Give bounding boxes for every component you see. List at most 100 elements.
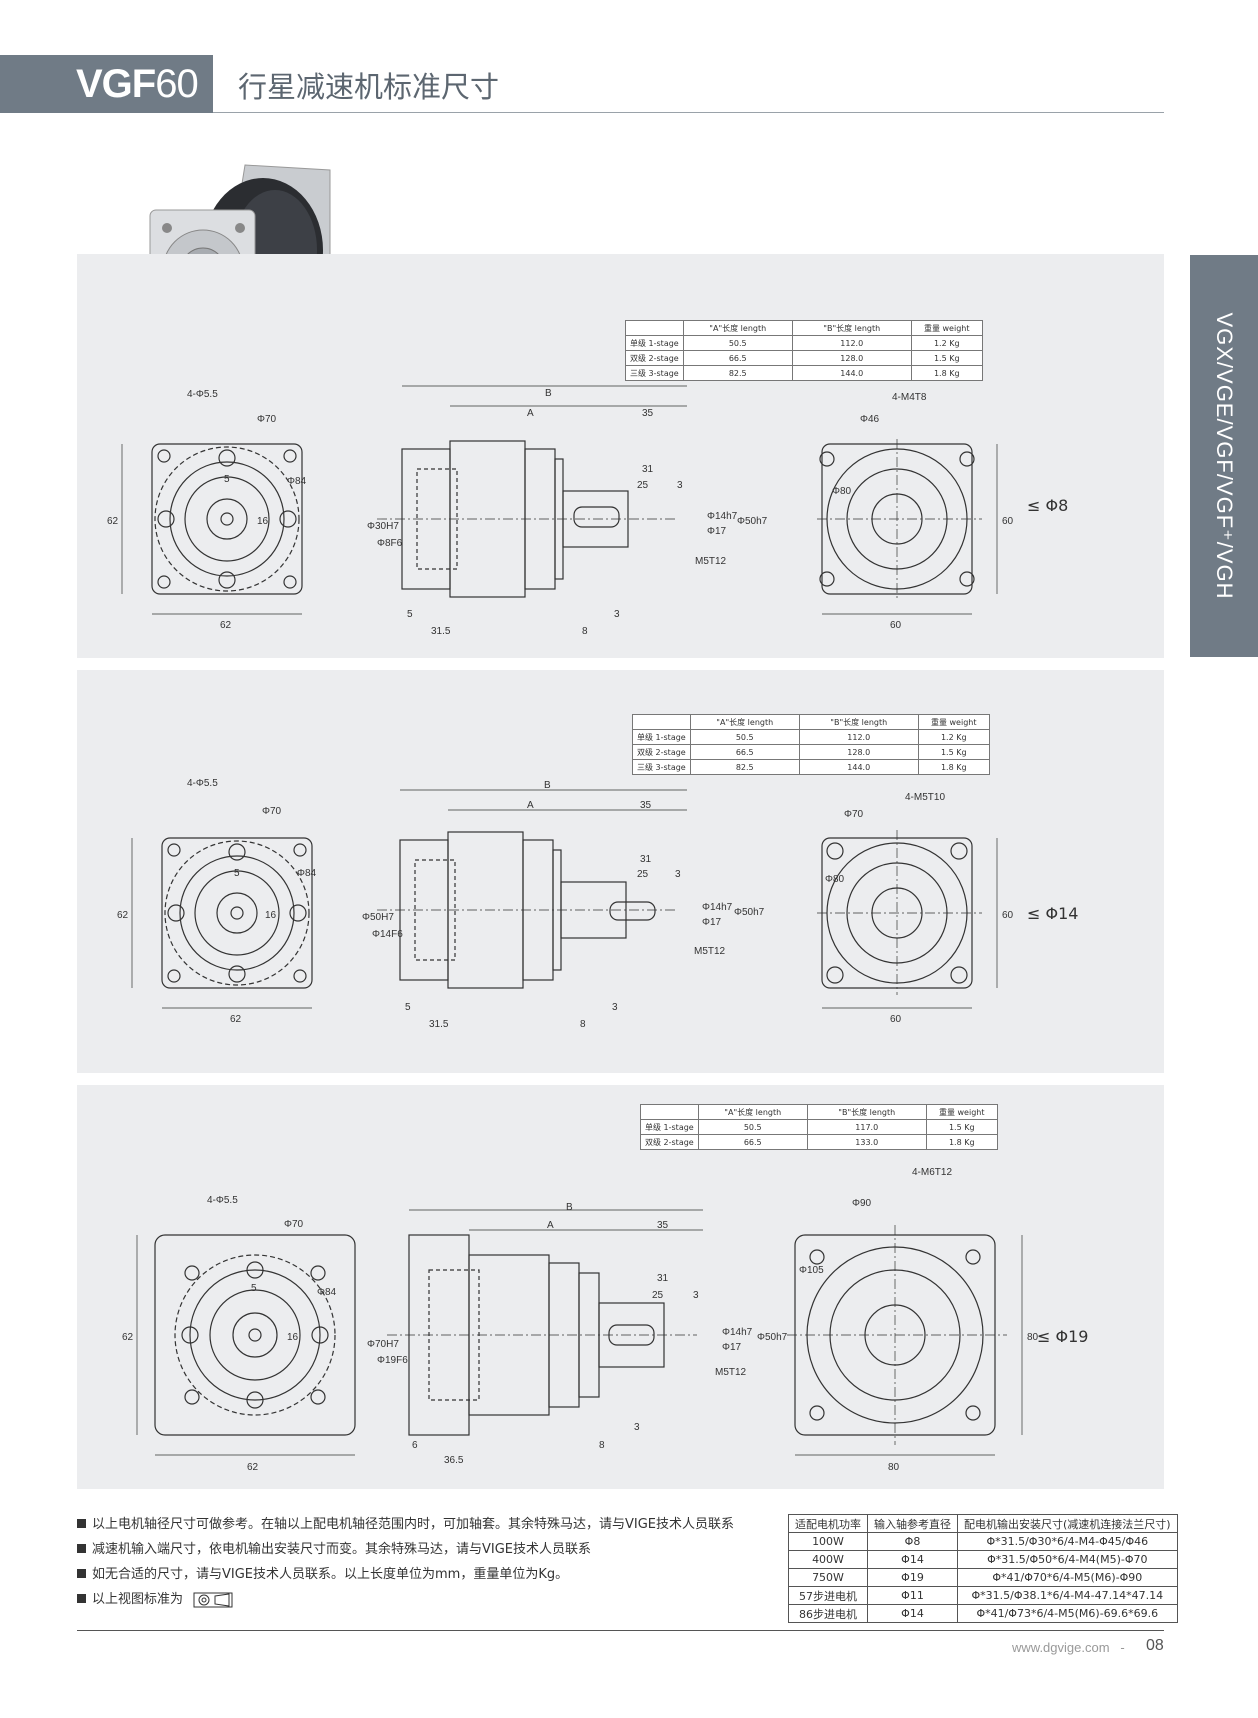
dim-h60: 60 xyxy=(1002,516,1014,527)
dim-d5b: 5 xyxy=(407,609,413,620)
dim-d35: 35 xyxy=(657,1220,669,1231)
dim-d50: Φ50h7 xyxy=(734,907,765,918)
drawing-svg-2: 4-Φ5.5 Φ70 Φ84 5 16 62 62 B A 35 31 25 3… xyxy=(117,778,1014,1030)
dim-thread: M5T12 xyxy=(695,556,727,567)
dim-side62: 62 xyxy=(122,1332,134,1343)
header-block xyxy=(0,55,213,113)
dim-d3b: 3 xyxy=(614,609,620,620)
dim-d5b: 6 xyxy=(412,1440,418,1451)
dim-bottom62: 62 xyxy=(220,620,232,631)
dim-d3b: 3 xyxy=(612,1002,618,1013)
dim-d46: Φ70 xyxy=(844,809,864,820)
dim-d70: Φ70 xyxy=(262,806,282,817)
dim-h60: 80 xyxy=(1027,1332,1039,1343)
dim-d5: 5 xyxy=(251,1283,257,1294)
dim-d3b: 3 xyxy=(634,1422,640,1433)
dim-d17: Φ17 xyxy=(722,1342,742,1353)
dim-bore: Φ14F6 xyxy=(372,929,403,940)
dim-shaft: Φ14h7 xyxy=(702,902,733,913)
dim-d5: 5 xyxy=(234,868,240,879)
projection-symbol-icon xyxy=(193,1592,233,1607)
dim-d16: 16 xyxy=(287,1332,299,1343)
dim-d35: 35 xyxy=(642,408,654,419)
dim-d3: 3 xyxy=(677,480,683,491)
notes-list: 以上电机轴径尺寸可做参考。在轴以上配电机轴径范围内时，可加轴套。其余特殊马达，请… xyxy=(77,1512,734,1612)
model-title: VGF60 xyxy=(76,62,199,106)
input-diameter-label-1: ≤ Φ8 xyxy=(1027,496,1069,515)
dim-thread: M5T12 xyxy=(694,946,726,957)
note-item: 以上视图标准为 xyxy=(77,1587,734,1612)
dim-d315: 31.5 xyxy=(429,1019,449,1030)
dim-d5: 5 xyxy=(224,474,230,485)
dim-d25: 25 xyxy=(637,480,649,491)
dim-side62: 62 xyxy=(107,516,119,527)
dim-holes: 4-Φ5.5 xyxy=(187,389,218,400)
drawing-panel-3: 4-Φ5.5 Φ70 Φ84 5 16 62 62 B A 35 31 25 3… xyxy=(77,1085,1164,1489)
dim-outholes: 4-M6T12 xyxy=(912,1167,952,1178)
dim-d84: Φ84 xyxy=(317,1287,337,1298)
dim-d50: Φ50h7 xyxy=(737,516,768,527)
note-item: 减速机输入端尺寸，依电机输出安装尺寸而变。其余特殊马达，请与VIGE技术人员联系 xyxy=(77,1537,734,1562)
dim-d50: Φ50h7 xyxy=(757,1332,788,1343)
header-divider xyxy=(213,112,1164,113)
dim-d31: 31 xyxy=(640,854,652,865)
dim-holes: 4-Φ5.5 xyxy=(207,1195,238,1206)
dim-d25: 25 xyxy=(637,869,649,880)
drawing-panel-1: 4-Φ5.5 Φ70 Φ84 5 16 62 62 B A 35 31 25 3… xyxy=(77,254,1164,658)
dim-pilot: Φ30H7 xyxy=(367,521,399,532)
dim-d3: 3 xyxy=(693,1290,699,1301)
dim-side62: 62 xyxy=(117,910,129,921)
dim-d8: 8 xyxy=(582,626,588,637)
dim-bore: Φ8F6 xyxy=(377,538,403,549)
dim-d315: 36.5 xyxy=(444,1455,464,1466)
page-number: 08 xyxy=(1146,1637,1164,1654)
dim-d8: 8 xyxy=(580,1019,586,1030)
side-tab-text: VGX/VGE/VGF/VGF⁺/VGH xyxy=(1212,312,1237,600)
drawing-svg-3: 4-Φ5.5 Φ70 Φ84 5 16 62 62 B A 35 31 25 3… xyxy=(122,1167,1039,1473)
dim-w60: 60 xyxy=(890,1014,902,1025)
dim-outholes: 4-M5T10 xyxy=(905,792,945,803)
motor-adapter-table: 适配电机功率 输入轴参考直径 配电机输出安装尺寸(减速机连接法兰尺寸) 100W… xyxy=(788,1514,1178,1623)
drawing-panel-2: 4-Φ5.5 Φ70 Φ84 5 16 62 62 B A 35 31 25 3… xyxy=(77,670,1164,1073)
input-diameter-label-3: ≤ Φ19 xyxy=(1037,1327,1089,1346)
dim-d70: Φ70 xyxy=(284,1219,304,1230)
dim-d31: 31 xyxy=(657,1273,669,1284)
dim-A: A xyxy=(527,408,534,419)
dim-holes: 4-Φ5.5 xyxy=(187,778,218,789)
dim-d31: 31 xyxy=(642,464,654,475)
dim-pilot: Φ50H7 xyxy=(362,912,394,923)
bottom-divider xyxy=(77,1630,1164,1631)
dim-d84: Φ84 xyxy=(287,476,307,487)
dim-d80: Φ105 xyxy=(799,1265,824,1276)
dim-d80: Φ80 xyxy=(825,874,845,885)
dim-d80: Φ80 xyxy=(832,486,852,497)
dim-B: B xyxy=(566,1202,573,1213)
dim-d17: Φ17 xyxy=(707,526,727,537)
dim-w60: 80 xyxy=(888,1462,900,1473)
dim-d46: Φ46 xyxy=(860,414,880,425)
dim-d84: Φ84 xyxy=(297,868,317,879)
dim-B: B xyxy=(544,780,551,791)
dim-shaft: Φ14h7 xyxy=(722,1327,753,1338)
footer-url: www.dgvige.com - xyxy=(1012,1640,1125,1655)
dim-d16: 16 xyxy=(265,910,277,921)
dim-bottom62: 62 xyxy=(247,1462,259,1473)
side-tab xyxy=(1190,255,1258,657)
dim-A: A xyxy=(547,1220,554,1231)
dim-A: A xyxy=(527,800,534,811)
dim-h60: 60 xyxy=(1002,910,1014,921)
dim-d3: 3 xyxy=(675,869,681,880)
dim-w60: 60 xyxy=(890,620,902,631)
note-item: 以上电机轴径尺寸可做参考。在轴以上配电机轴径范围内时，可加轴套。其余特殊马达，请… xyxy=(77,1512,734,1537)
dim-d5b: 5 xyxy=(405,1002,411,1013)
dim-d315: 31.5 xyxy=(431,626,451,637)
drawing-svg-1: 4-Φ5.5 Φ70 Φ84 5 16 62 62 B A 35 31 25 3… xyxy=(107,385,1014,637)
dim-d46: Φ90 xyxy=(852,1198,872,1209)
dim-B: B xyxy=(545,388,552,399)
dim-d8: 8 xyxy=(599,1440,605,1451)
dim-d17: Φ17 xyxy=(702,917,722,928)
input-diameter-label-2: ≤ Φ14 xyxy=(1027,904,1079,923)
